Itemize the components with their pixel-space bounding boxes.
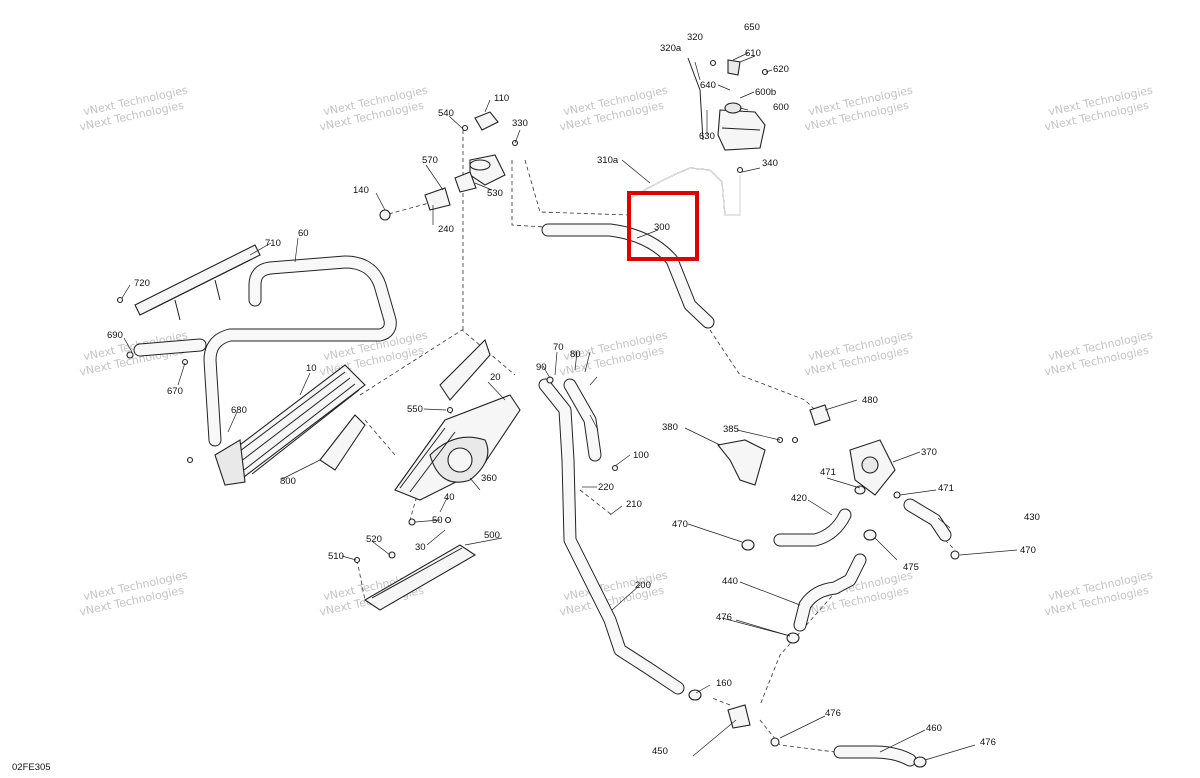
tee-fitting-450[interactable] <box>727 704 751 729</box>
callout-500[interactable]: 500 <box>484 530 500 541</box>
callout-670[interactable]: 670 <box>167 386 183 397</box>
hose-430[interactable] <box>903 498 952 542</box>
callout-680[interactable]: 680 <box>231 405 247 416</box>
callout-450[interactable]: 450 <box>652 746 668 757</box>
lower-bracket[interactable] <box>363 544 477 611</box>
callout-476[interactable]: 476 <box>716 612 732 623</box>
callout-470[interactable]: 470 <box>1020 545 1036 556</box>
highlight-box <box>627 191 699 261</box>
callout-530[interactable]: 530 <box>487 188 503 199</box>
callout-240[interactable]: 240 <box>438 224 454 235</box>
callout-10[interactable]: 10 <box>306 363 317 374</box>
callout-320[interactable]: 320 <box>687 32 703 43</box>
fan-assembly[interactable] <box>394 394 521 501</box>
diagram-reference-code: 02FE305 <box>12 762 51 773</box>
callout-370[interactable]: 370 <box>921 447 937 458</box>
callout-100[interactable]: 100 <box>633 450 649 461</box>
callout-630[interactable]: 630 <box>699 131 715 142</box>
callout-471[interactable]: 471 <box>938 483 954 494</box>
callout-600[interactable]: 600 <box>773 102 789 113</box>
callout-475[interactable]: 475 <box>903 562 919 573</box>
callout-30[interactable]: 30 <box>415 542 426 553</box>
callout-90[interactable]: 90 <box>536 362 547 373</box>
callout-600b[interactable]: 600b <box>755 87 776 98</box>
coolant-reservoir[interactable] <box>687 57 766 151</box>
callout-300[interactable]: 300 <box>654 222 670 233</box>
callout-510[interactable]: 510 <box>328 551 344 562</box>
callout-385[interactable]: 385 <box>723 424 739 435</box>
callout-460[interactable]: 460 <box>926 723 942 734</box>
leader-lines <box>121 52 1018 761</box>
callout-471[interactable]: 471 <box>820 467 836 478</box>
callout-labels[interactable]: 10 20 30 40 50 60 70 80 90 100 110 140 1… <box>107 22 1040 757</box>
callout-60[interactable]: 60 <box>298 228 309 239</box>
callout-200[interactable]: 200 <box>635 580 651 591</box>
callout-690[interactable]: 690 <box>107 330 123 341</box>
radiator-guard[interactable] <box>133 244 397 447</box>
callout-160[interactable]: 160 <box>716 678 732 689</box>
mount-bracket-380[interactable] <box>716 439 766 486</box>
callout-720[interactable]: 720 <box>134 278 150 289</box>
callout-540[interactable]: 540 <box>438 108 454 119</box>
callout-650[interactable]: 650 <box>744 22 760 33</box>
callout-476[interactable]: 476 <box>980 737 996 748</box>
callout-50[interactable]: 50 <box>432 515 443 526</box>
callout-140[interactable]: 140 <box>353 185 369 196</box>
thermostat-housing[interactable] <box>379 111 506 221</box>
callout-640[interactable]: 640 <box>700 80 716 91</box>
callout-470[interactable]: 470 <box>672 519 688 530</box>
callout-480[interactable]: 480 <box>862 395 878 406</box>
callout-110[interactable]: 110 <box>494 93 509 104</box>
hose-clamps <box>116 59 960 768</box>
callout-340[interactable]: 340 <box>762 158 778 169</box>
callout-476[interactable]: 476 <box>825 708 841 719</box>
callout-800[interactable]: 800 <box>280 476 296 487</box>
callout-330[interactable]: 330 <box>512 118 528 129</box>
hose-440[interactable] <box>793 553 867 632</box>
callout-620[interactable]: 620 <box>773 64 789 75</box>
mounting-bracket[interactable] <box>134 244 261 316</box>
upper-hose-300[interactable] <box>541 223 715 329</box>
callout-70[interactable]: 70 <box>553 342 564 353</box>
callout-430[interactable]: 430 <box>1024 512 1040 523</box>
water-pump-housing[interactable] <box>809 404 896 496</box>
callout-380[interactable]: 380 <box>662 422 678 433</box>
callout-550[interactable]: 550 <box>407 404 423 415</box>
callout-440[interactable]: 440 <box>722 576 738 587</box>
callout-220[interactable]: 220 <box>598 482 614 493</box>
callout-310a[interactable]: 310a <box>597 155 619 166</box>
callout-570[interactable]: 570 <box>422 155 438 166</box>
callout-320a[interactable]: 320a <box>660 43 682 54</box>
callout-420[interactable]: 420 <box>791 493 807 504</box>
callout-40[interactable]: 40 <box>444 492 455 503</box>
seal-panels <box>319 338 491 471</box>
callout-210[interactable]: 210 <box>626 499 642 510</box>
radiator[interactable] <box>214 364 366 486</box>
hose-420[interactable] <box>773 508 852 547</box>
callout-520[interactable]: 520 <box>366 534 382 545</box>
callout-80[interactable]: 80 <box>570 349 581 360</box>
lower-hose-200[interactable] <box>538 378 685 695</box>
callout-710[interactable]: 710 <box>265 238 281 249</box>
callout-20[interactable]: 20 <box>490 372 501 383</box>
callout-610[interactable]: 610 <box>745 48 761 59</box>
callout-360[interactable]: 360 <box>481 473 497 484</box>
hose-460[interactable] <box>833 745 917 767</box>
